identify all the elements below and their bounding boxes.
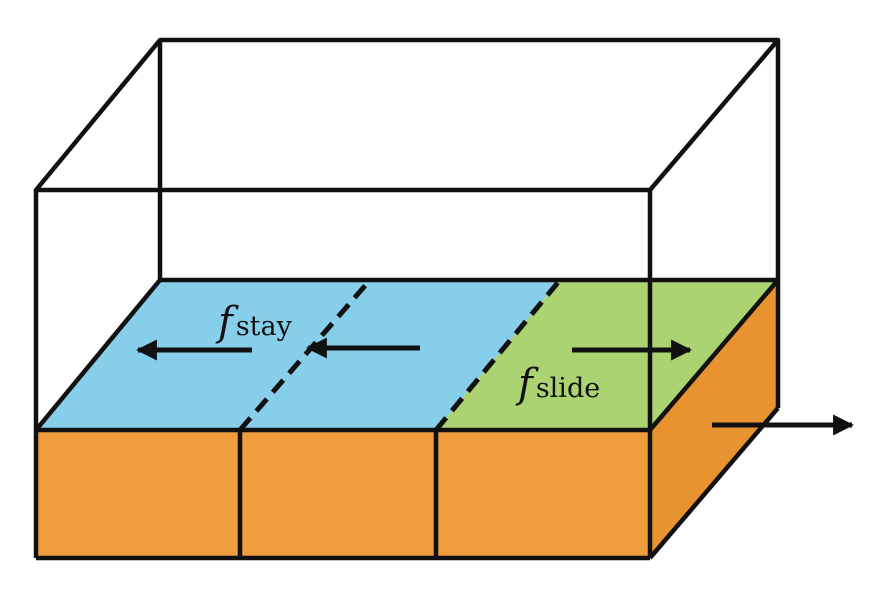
dashed-divider-2 (434, 278, 562, 432)
top-rectangle (33, 37, 781, 193)
container-wireframe (33, 37, 781, 561)
surface-outline (33, 277, 781, 433)
base-side-face (650, 280, 778, 558)
base-front-face (36, 430, 650, 558)
stay-region-middle (240, 280, 560, 430)
dashed-divider-1 (238, 278, 372, 432)
base-side-bottom-edge (648, 406, 780, 560)
surface-dividers (238, 278, 562, 432)
slide-region (436, 280, 778, 430)
stay-region-left (36, 280, 370, 430)
f-slide-subscript: slide (536, 373, 600, 404)
f-stay-subscript: stay (236, 311, 293, 342)
